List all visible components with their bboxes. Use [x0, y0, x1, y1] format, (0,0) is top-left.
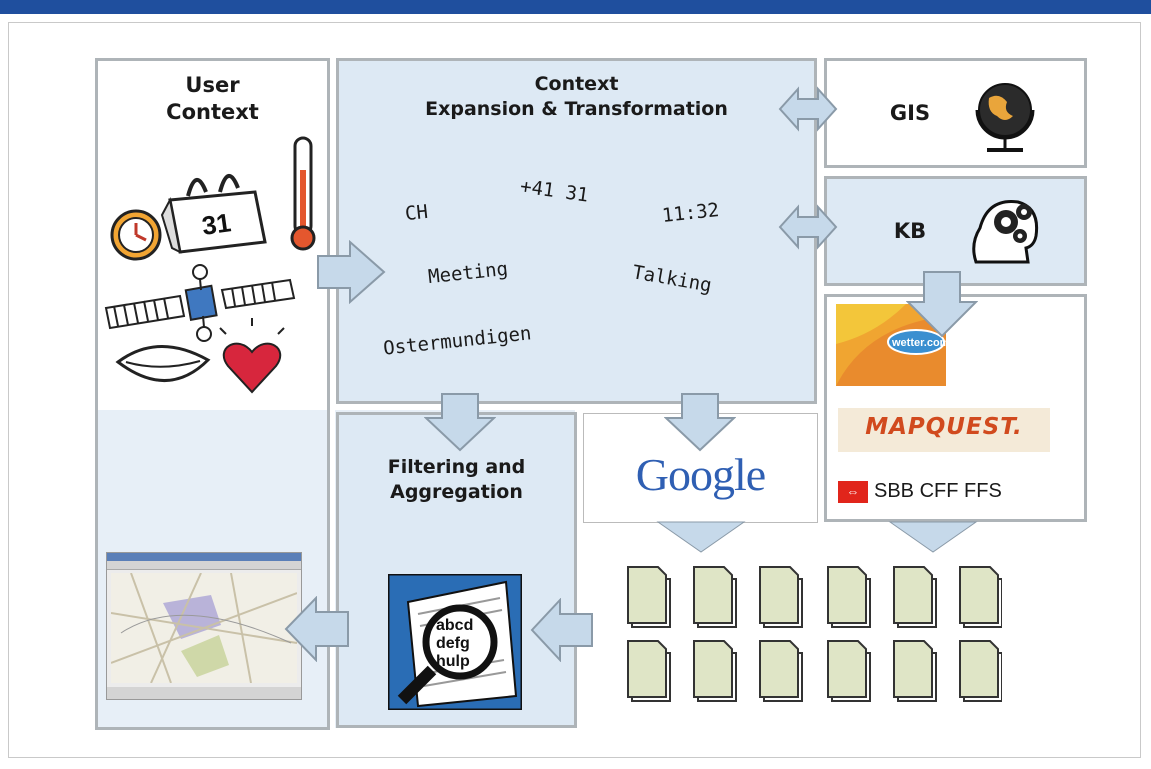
arrow-documents-to-filtering — [530, 598, 593, 662]
wetter-logo: wetter.com — [836, 304, 946, 386]
arrow-google-to-documents — [656, 521, 746, 553]
context-expansion-panel — [336, 58, 817, 404]
document-icon — [893, 566, 937, 628]
arrow-context-kb — [778, 204, 838, 250]
arrow-context-to-google — [664, 393, 736, 452]
satellite-icon — [104, 264, 296, 342]
arrow-context-to-filtering — [424, 393, 496, 452]
map-app-screenshot — [106, 552, 302, 700]
mapquest-logo — [838, 408, 1050, 452]
head-gears-icon — [972, 200, 1039, 264]
document-icon — [627, 640, 671, 702]
document-icon — [759, 566, 803, 628]
lips-icon — [115, 345, 211, 382]
wetter-text: wetter.com — [891, 337, 946, 349]
document-icon — [693, 640, 737, 702]
result-documents — [627, 566, 1002, 702]
clock-icon — [110, 209, 162, 261]
sbb-logo-mark: ⇔ — [838, 481, 868, 503]
map-app-titlebar — [107, 553, 301, 561]
arrow-filtering-to-output — [284, 596, 349, 662]
context-expansion-line2: Expansion & Transformation — [425, 97, 728, 120]
calendar-day-text: 31 — [200, 207, 233, 241]
globe-icon — [975, 83, 1035, 152]
magnifier-letters-2: defg — [436, 635, 470, 652]
context-expansion-title: Context Expansion & Transformation — [336, 72, 817, 121]
google-logo: Google — [635, 449, 766, 500]
filtering-title: Filtering and Aggregation — [336, 455, 577, 504]
map-app-toolbar — [107, 561, 301, 570]
user-context-clipart: 31 — [104, 136, 316, 394]
mapquest-text: MAPQUEST. — [865, 414, 1023, 440]
arrow-context-gis — [778, 86, 838, 132]
user-context-title-line2: Context — [166, 100, 259, 125]
magnifier-letters-1: abcd — [436, 617, 473, 634]
document-icon — [827, 640, 871, 702]
magnifier-letters-3: hulp — [436, 653, 470, 670]
kb-label: KB — [893, 219, 927, 243]
arrow-kb-to-services — [906, 271, 978, 338]
calendar-icon: 31 — [160, 174, 267, 254]
gis-label: GIS — [889, 101, 931, 125]
arrow-user-to-context — [317, 240, 386, 304]
document-icon — [893, 640, 937, 702]
document-icon — [693, 566, 737, 628]
magnifier-graphic: abcd defg hulp — [388, 574, 522, 710]
document-icon — [759, 640, 803, 702]
gis-panel — [824, 58, 1087, 168]
document-icon — [627, 566, 671, 628]
map-app-map — [111, 573, 297, 683]
filtering-line2: Aggregation — [390, 480, 523, 503]
filtering-line1: Filtering and — [387, 456, 526, 478]
context-expansion-line1: Context — [534, 73, 619, 95]
user-context-title-line1: User — [185, 73, 240, 97]
term-ch: CH — [403, 200, 429, 226]
document-icon — [959, 640, 1002, 702]
heart-icon — [219, 318, 285, 394]
user-context-title-top: User Context — [98, 72, 327, 127]
top-accent-bar — [0, 0, 1151, 14]
document-icon — [827, 566, 871, 628]
thermometer-icon — [290, 136, 316, 251]
document-icon — [959, 566, 1002, 628]
figure-frame — [8, 22, 1141, 758]
sbb-text: SBB CFF FFS — [874, 480, 1002, 502]
arrow-services-to-documents — [888, 521, 978, 553]
map-app-statusbar — [107, 687, 301, 699]
